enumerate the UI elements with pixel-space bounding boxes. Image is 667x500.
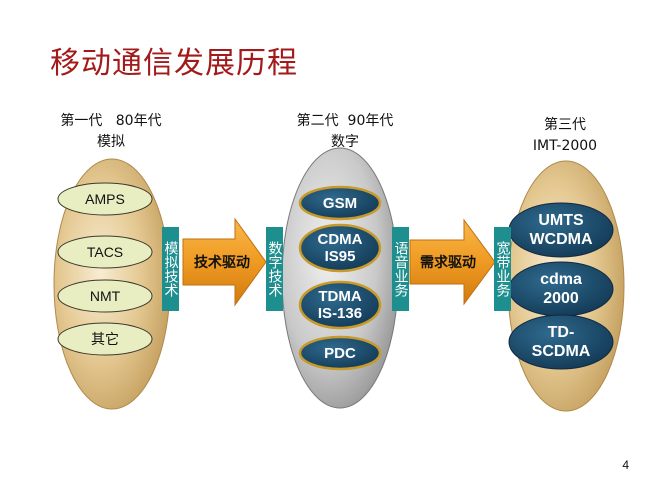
gen2-pill-tdma xyxy=(298,280,382,330)
gen1-label-line1: 第一代 80年代 xyxy=(60,113,162,129)
side-label-digital-tech: 数字技术 xyxy=(266,227,283,311)
side-label-broadband-service: 宽带业务 xyxy=(494,227,511,311)
gen1-pill-tacs xyxy=(57,235,153,269)
gen1-system-other: 其它 xyxy=(91,332,119,348)
gen3-system-td-scdma: TD- SCDMA xyxy=(531,324,591,360)
gen2-system-pdc: PDC xyxy=(324,344,356,362)
gen3-label: 第三代 IMT-2000 xyxy=(500,115,630,157)
gen3-system-cdma2000: cdma 2000 xyxy=(540,271,582,307)
gen2-label: 第二代 90年代 数字 xyxy=(280,111,410,153)
gen1-pill-amps xyxy=(57,182,153,216)
gen2-label-line1: 第二代 90年代 xyxy=(296,113,394,129)
gen2-label-line2: 数字 xyxy=(331,134,359,150)
gen3-pill-tdscdma xyxy=(508,314,614,370)
tech-driven-label: 技术驱动 xyxy=(194,255,250,271)
page-number: 4 xyxy=(622,458,629,472)
gen3-label-line1: 第三代 xyxy=(544,117,586,133)
demand-driven-arrow xyxy=(409,218,496,306)
gen2-pill-gsm xyxy=(298,185,382,221)
gen2-pill-cdma xyxy=(298,223,382,273)
gen1-pill-other xyxy=(57,322,153,356)
gen2-system-tdma: TDMA IS-136 xyxy=(317,288,363,322)
gen1-system-nmt: NMT xyxy=(89,288,121,304)
slide-title: 移动通信发展历程 xyxy=(50,46,298,81)
gen1-label-line2: 模拟 xyxy=(97,134,125,150)
gen3-label-line2: IMT-2000 xyxy=(532,138,598,154)
gen1-system-tacs: TACS xyxy=(86,244,124,260)
gen2-system-gsm: GSM xyxy=(322,194,358,212)
gen1-pill-nmt xyxy=(57,279,153,313)
gen1-label: 第一代 80年代 模拟 xyxy=(46,111,176,153)
gen3-system-umts-wcdma: UMTS WCDMA xyxy=(529,212,593,248)
side-label-analog-tech: 模拟技术 xyxy=(162,227,179,311)
gen2-system-cdma: CDMA IS95 xyxy=(317,231,363,265)
tech-driven-arrow xyxy=(182,217,267,307)
gen2-pill-pdc xyxy=(298,335,382,371)
side-label-voice-service: 语音业务 xyxy=(392,227,409,311)
gen1-system-amps: AMPS xyxy=(85,191,125,207)
demand-driven-label: 需求驱动 xyxy=(420,255,476,271)
